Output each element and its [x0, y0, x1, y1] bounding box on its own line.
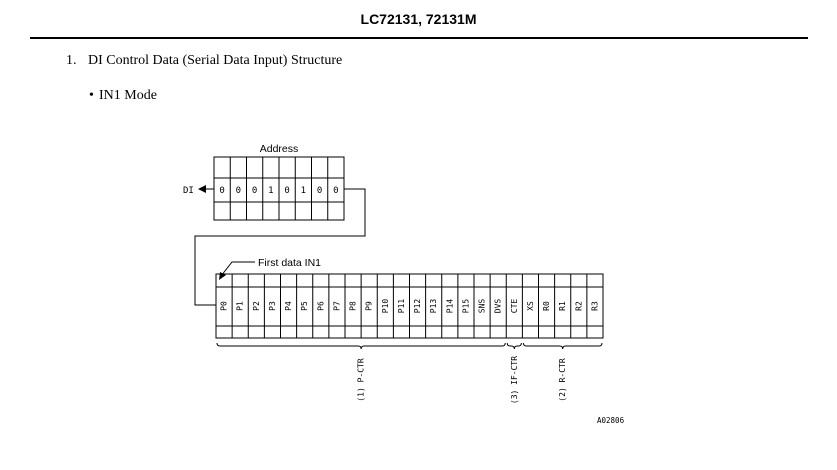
data-bit-cell: XS — [526, 301, 535, 311]
data-bit-cell: P11 — [397, 299, 406, 314]
header-rule — [30, 37, 808, 39]
first-data-arrow-icon — [219, 272, 226, 280]
data-bit-cell: P9 — [365, 301, 374, 311]
address-bit: 0 — [219, 186, 224, 196]
data-bit-cell: R1 — [558, 301, 567, 311]
di-label: DI — [183, 186, 194, 196]
group-label: (3) IF-CTR — [510, 356, 519, 404]
data-bit-cell: P4 — [284, 301, 293, 311]
first-data-label: First data IN1 — [258, 257, 321, 269]
data-bit-cell: P14 — [445, 299, 454, 314]
data-bit-cell: DVS — [494, 299, 503, 314]
section-number: 1. — [66, 53, 77, 68]
bullet-icon: • — [89, 88, 94, 103]
data-bit-cell: R0 — [542, 301, 551, 311]
mode-label: IN1 Mode — [99, 88, 157, 103]
data-bit-cell: P0 — [220, 301, 229, 311]
data-bit-cell: P3 — [268, 301, 277, 311]
data-bit-cell: P2 — [252, 301, 261, 311]
data-bit-cell: R3 — [590, 301, 599, 311]
data-bit-cell: P12 — [413, 299, 422, 314]
page-header-title: LC72131, 72131M — [360, 11, 477, 27]
address-bit: 1 — [301, 186, 306, 196]
data-bit-cell: P1 — [236, 301, 245, 311]
group-brace — [506, 342, 522, 350]
data-bit-cell: SNS — [478, 299, 487, 314]
routing-wire — [194, 188, 366, 306]
data-bit-cell: R2 — [574, 301, 583, 311]
data-bit-cell: P7 — [332, 301, 341, 311]
group-label: (1) P-CTR — [357, 358, 366, 402]
address-bit: 0 — [236, 186, 241, 196]
data-bit-cell: P13 — [429, 299, 438, 314]
data-bit-cell: P15 — [461, 299, 470, 314]
data-bit-cell: CTE — [510, 299, 519, 314]
data-bit-cell: P8 — [349, 301, 358, 311]
group-label: (2) R-CTR — [558, 358, 567, 402]
first-data-leader — [220, 261, 255, 277]
group-brace — [216, 342, 506, 350]
group-brace — [522, 342, 603, 350]
address-bit: 0 — [252, 186, 257, 196]
data-bit-cell: P6 — [316, 301, 325, 311]
address-bit: 0 — [333, 186, 338, 196]
address-bit: 1 — [268, 186, 273, 196]
address-bit: 0 — [317, 186, 322, 196]
address-bit: 0 — [284, 186, 289, 196]
address-label: Address — [260, 143, 299, 155]
section-title: DI Control Data (Serial Data Input) Stru… — [88, 53, 343, 68]
data-bit-cell: P5 — [300, 301, 309, 311]
figure-code: A02806 — [597, 416, 625, 425]
data-bit-cell: P10 — [381, 299, 390, 314]
di-arrow-icon — [198, 185, 206, 193]
